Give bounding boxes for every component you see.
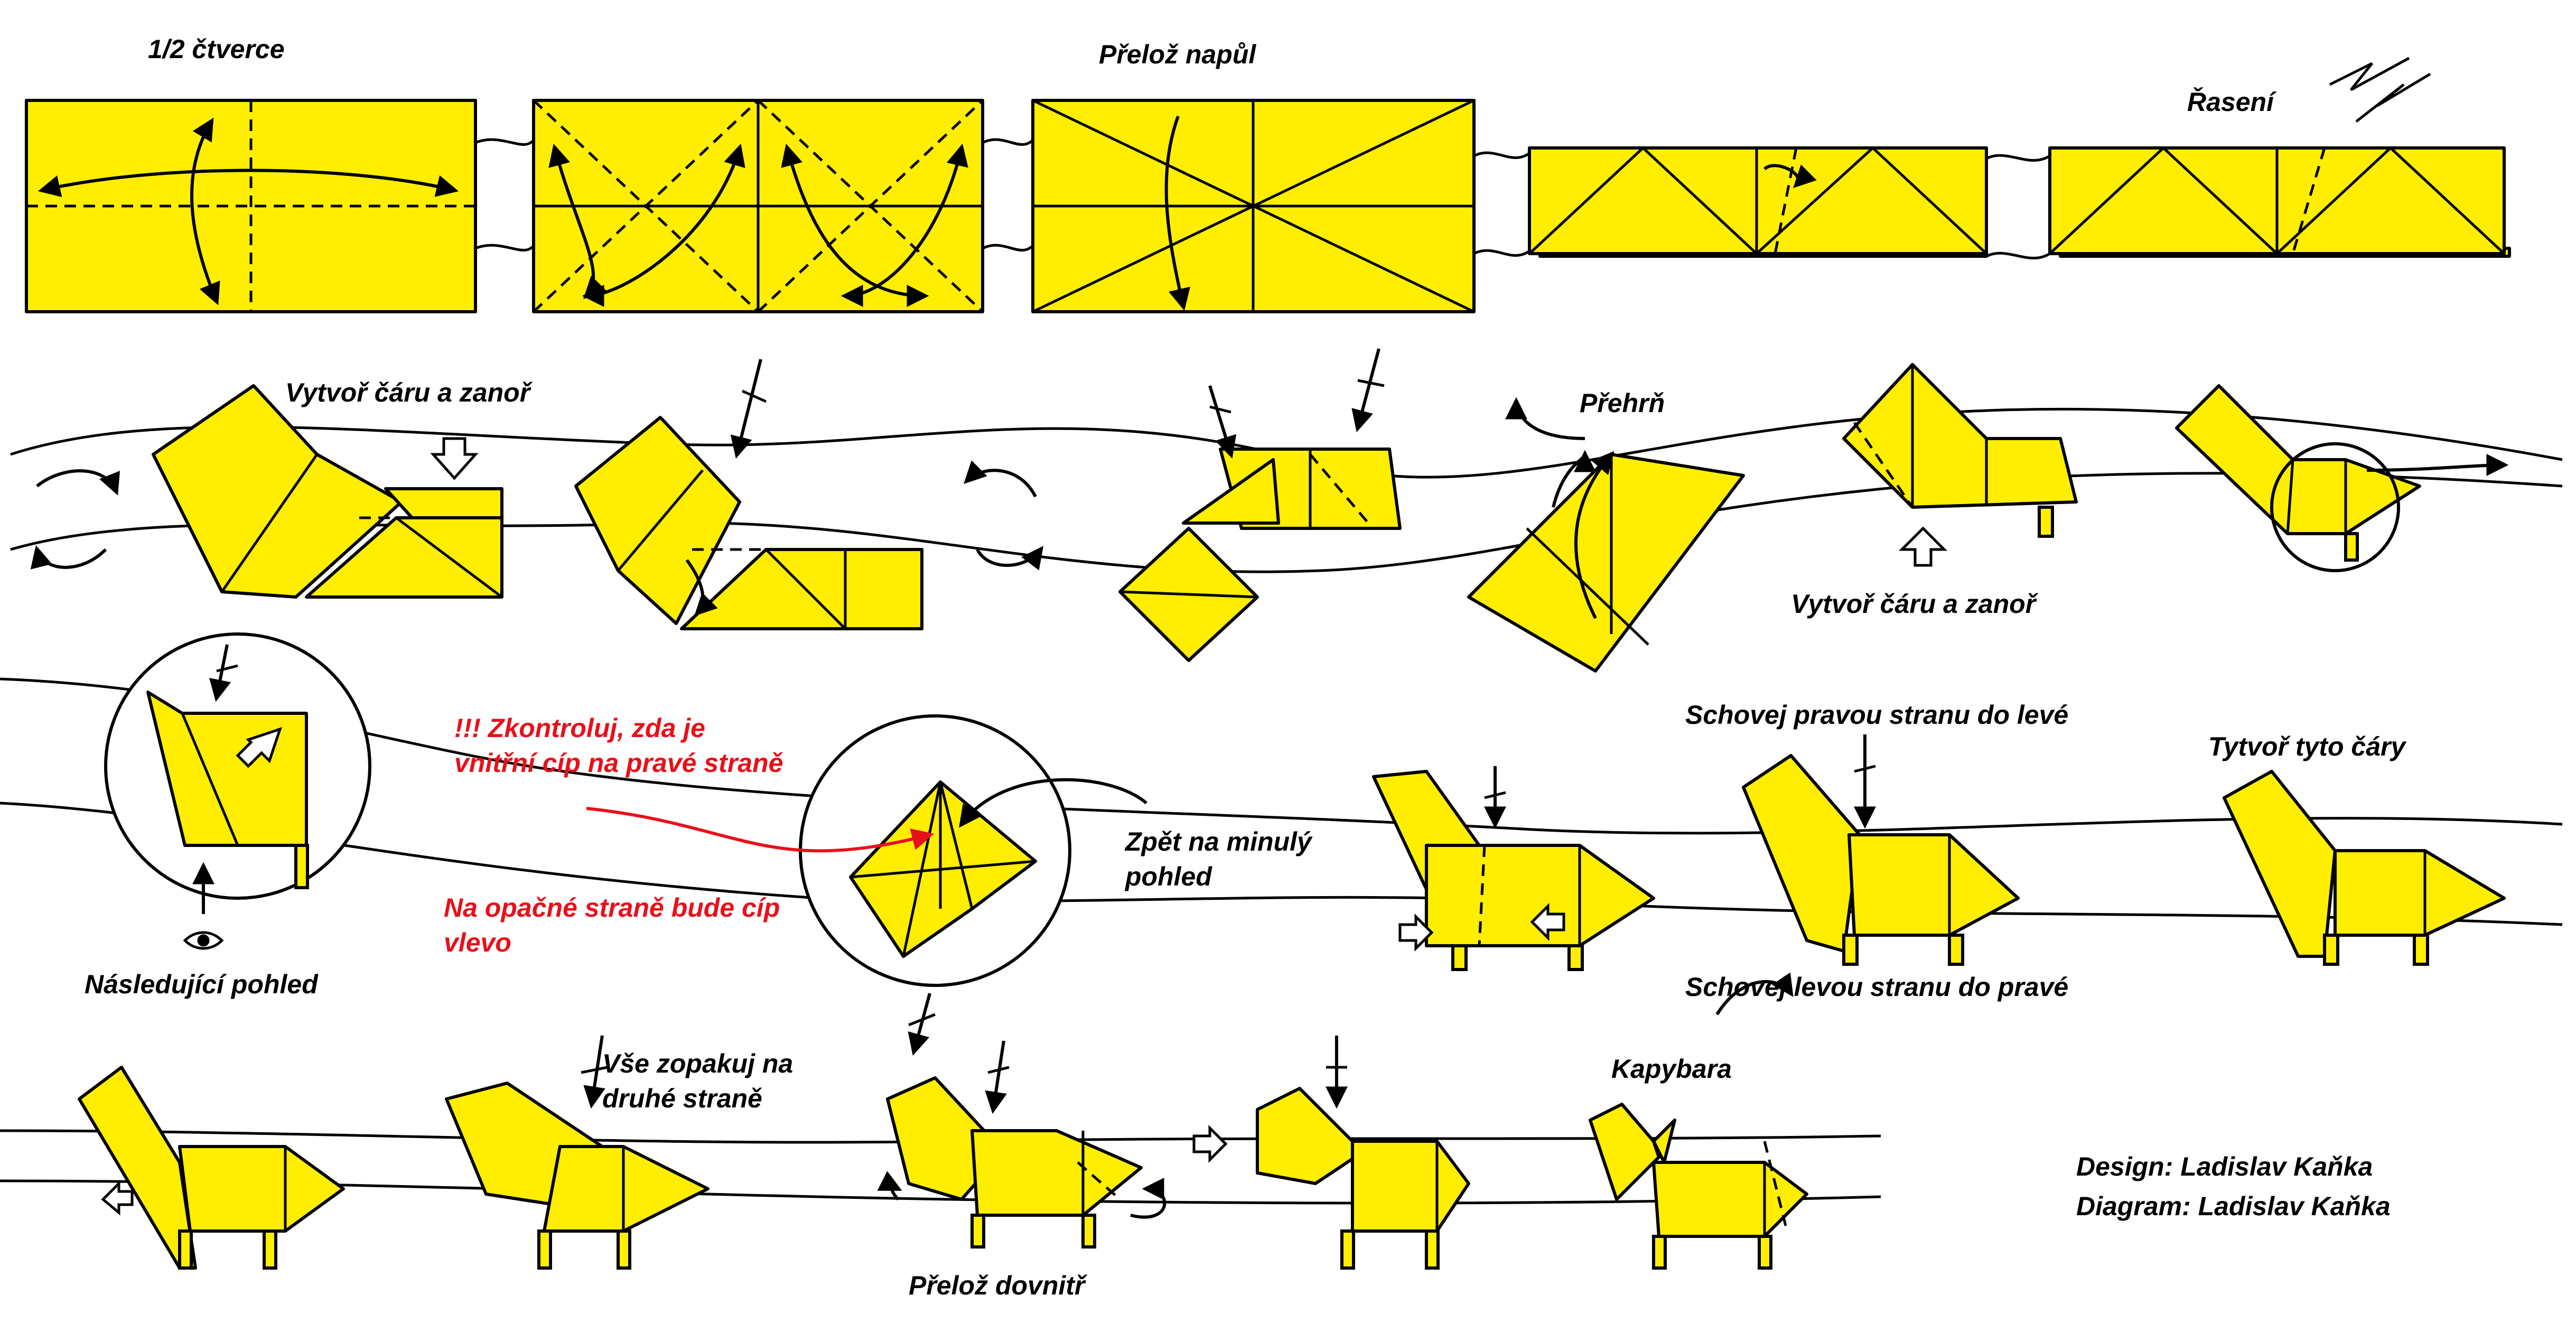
hide-left-label: Schovej levou stranu do pravé <box>1685 972 2069 1002</box>
next-view-label: Následující pohled <box>85 970 318 999</box>
repeat-label: Vše zopakuj na druhé straně <box>602 1049 794 1113</box>
make-lines-label: Tytvoř tyto čáry <box>2208 732 2406 761</box>
step-12-label: Vytvoř čáru a zanoř <box>1791 589 2036 619</box>
eye-icon <box>183 931 224 950</box>
hollow-arrows <box>101 437 1948 1216</box>
pleat-lightning-icon <box>2329 57 2431 123</box>
paper-legs <box>178 506 2429 1270</box>
fold-inside-label: Přelož dovnitř <box>909 1271 1085 1300</box>
step-5-label: Řasení <box>2187 87 2274 117</box>
back-view-label: Zpět na minulý pohled <box>1125 827 1312 891</box>
step-6-label: Vytvoř čáru a zanoř <box>285 378 530 407</box>
crease-lines <box>181 99 2505 1236</box>
paper-shapes <box>25 99 2511 1270</box>
fold-arrows <box>38 117 968 307</box>
hide-right-label: Schovej pravou stranu do levé <box>1685 700 2069 730</box>
other-side-label: Na opačné straně bude cíp vlevo <box>444 893 780 957</box>
credit-design: Design: Ladislav Kaňka <box>2076 1152 2373 1181</box>
warning-arrow <box>586 807 935 853</box>
step-3-label: Přelož napůl <box>1099 40 1256 69</box>
step-1-label: 1/2 čtverce <box>148 34 285 64</box>
action-arrows <box>30 115 2509 1219</box>
step-11-label: Přehrň <box>1580 388 1665 418</box>
credit-diagram: Diagram: Ladislav Kaňka <box>2076 1191 2391 1221</box>
final-model-label: Kapybara <box>1611 1054 1732 1084</box>
push-arrow-ticks <box>216 379 1876 1074</box>
warning-label: !!! Zkontroluj, zda je vnitřní cíp na pr… <box>454 713 783 778</box>
